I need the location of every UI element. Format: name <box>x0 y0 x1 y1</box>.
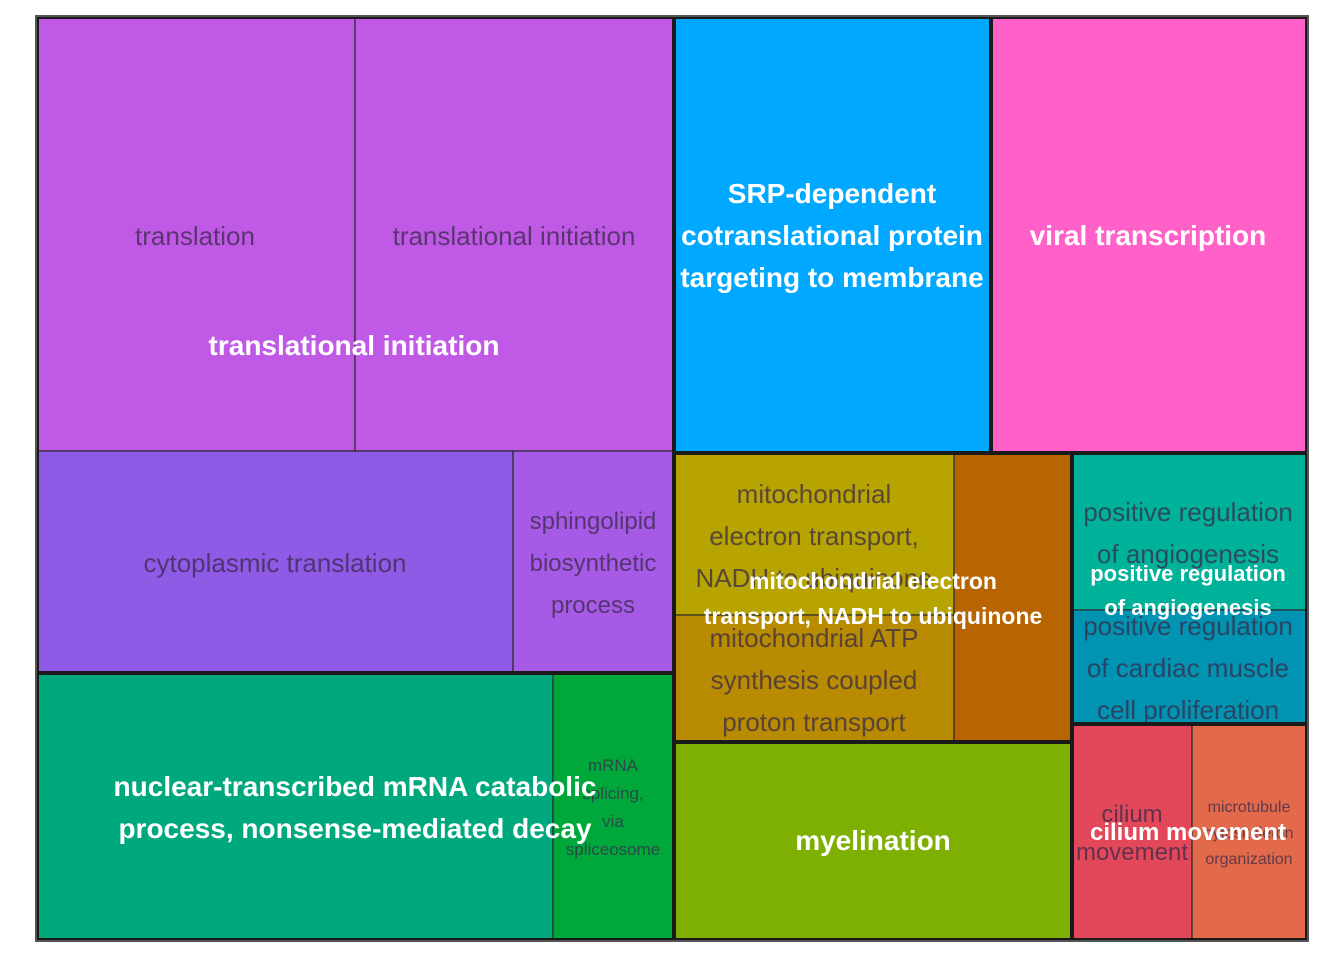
term-rect-mitochondrial-electron-transport-nadh-to-ubiquinone[interactable] <box>953 452 1073 743</box>
term-label-translational-initiation: translational initiation <box>393 221 636 251</box>
group-label-myelination: myelination <box>795 825 951 856</box>
term-rect-cilium-movement[interactable] <box>1071 723 1193 941</box>
term-rects <box>36 16 1308 941</box>
term-rect-cytoplasmic-translation[interactable] <box>36 450 514 674</box>
group-label-translational-initiation: translational initiation <box>209 330 500 361</box>
group-label-cilium-movement: cilium movement <box>1090 819 1286 846</box>
term-rect-srp-dependent-cotranslational-protein-targeting-to-membrane[interactable] <box>673 16 992 454</box>
group-label-viral-transcription: viral transcription <box>1030 220 1267 251</box>
term-rect-viral-transcription[interactable] <box>990 16 1308 454</box>
term-label-cytoplasmic-translation: cytoplasmic translation <box>144 548 407 578</box>
term-rect-mitochondrial-atp-synthesis-coupled-proton-transport[interactable] <box>673 614 955 743</box>
term-rect-mrna-splicing-via-spliceosome[interactable] <box>552 672 675 941</box>
term-rect-nuclear-transcribed-mrna-catabolic-process-nonsense-mediated-decay[interactable] <box>36 672 554 941</box>
term-rect-translational-initiation[interactable] <box>354 16 675 452</box>
term-rect-positive-regulation-of-angiogenesis[interactable] <box>1071 452 1308 611</box>
plot-frame <box>35 15 1309 942</box>
term-rect-translation[interactable] <box>36 16 356 452</box>
term-rect-mitochondrial-electron-transport-nadh-to-ubiquinone[interactable] <box>673 452 955 616</box>
term-rect-microtubule-cytoskeleton-organization[interactable] <box>1191 723 1308 941</box>
term-label-translation: translation <box>135 221 255 251</box>
term-rect-sphingolipid-biosynthetic-process[interactable] <box>512 450 675 674</box>
